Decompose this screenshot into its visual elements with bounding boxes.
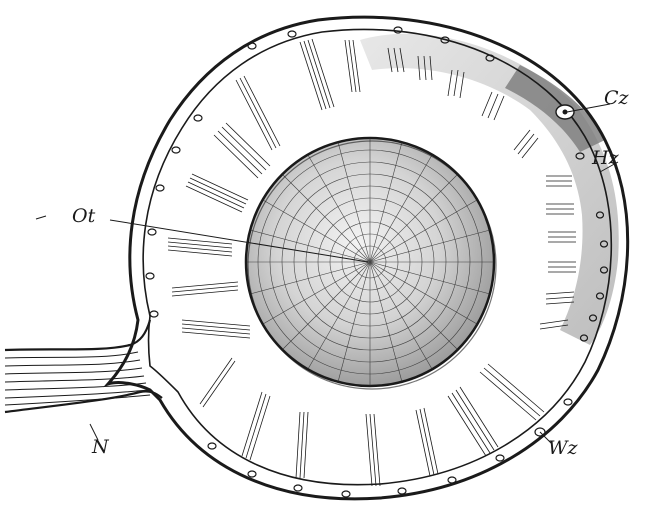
label-wz: Wz <box>548 437 579 459</box>
label-cz: Cz <box>604 87 630 109</box>
label-ot: Ot <box>72 205 96 227</box>
optic-nerve <box>5 320 162 412</box>
central-lens <box>246 138 496 389</box>
label-n: N <box>91 436 110 458</box>
label-hz: Hz <box>591 147 620 169</box>
cz-cell <box>556 105 574 119</box>
